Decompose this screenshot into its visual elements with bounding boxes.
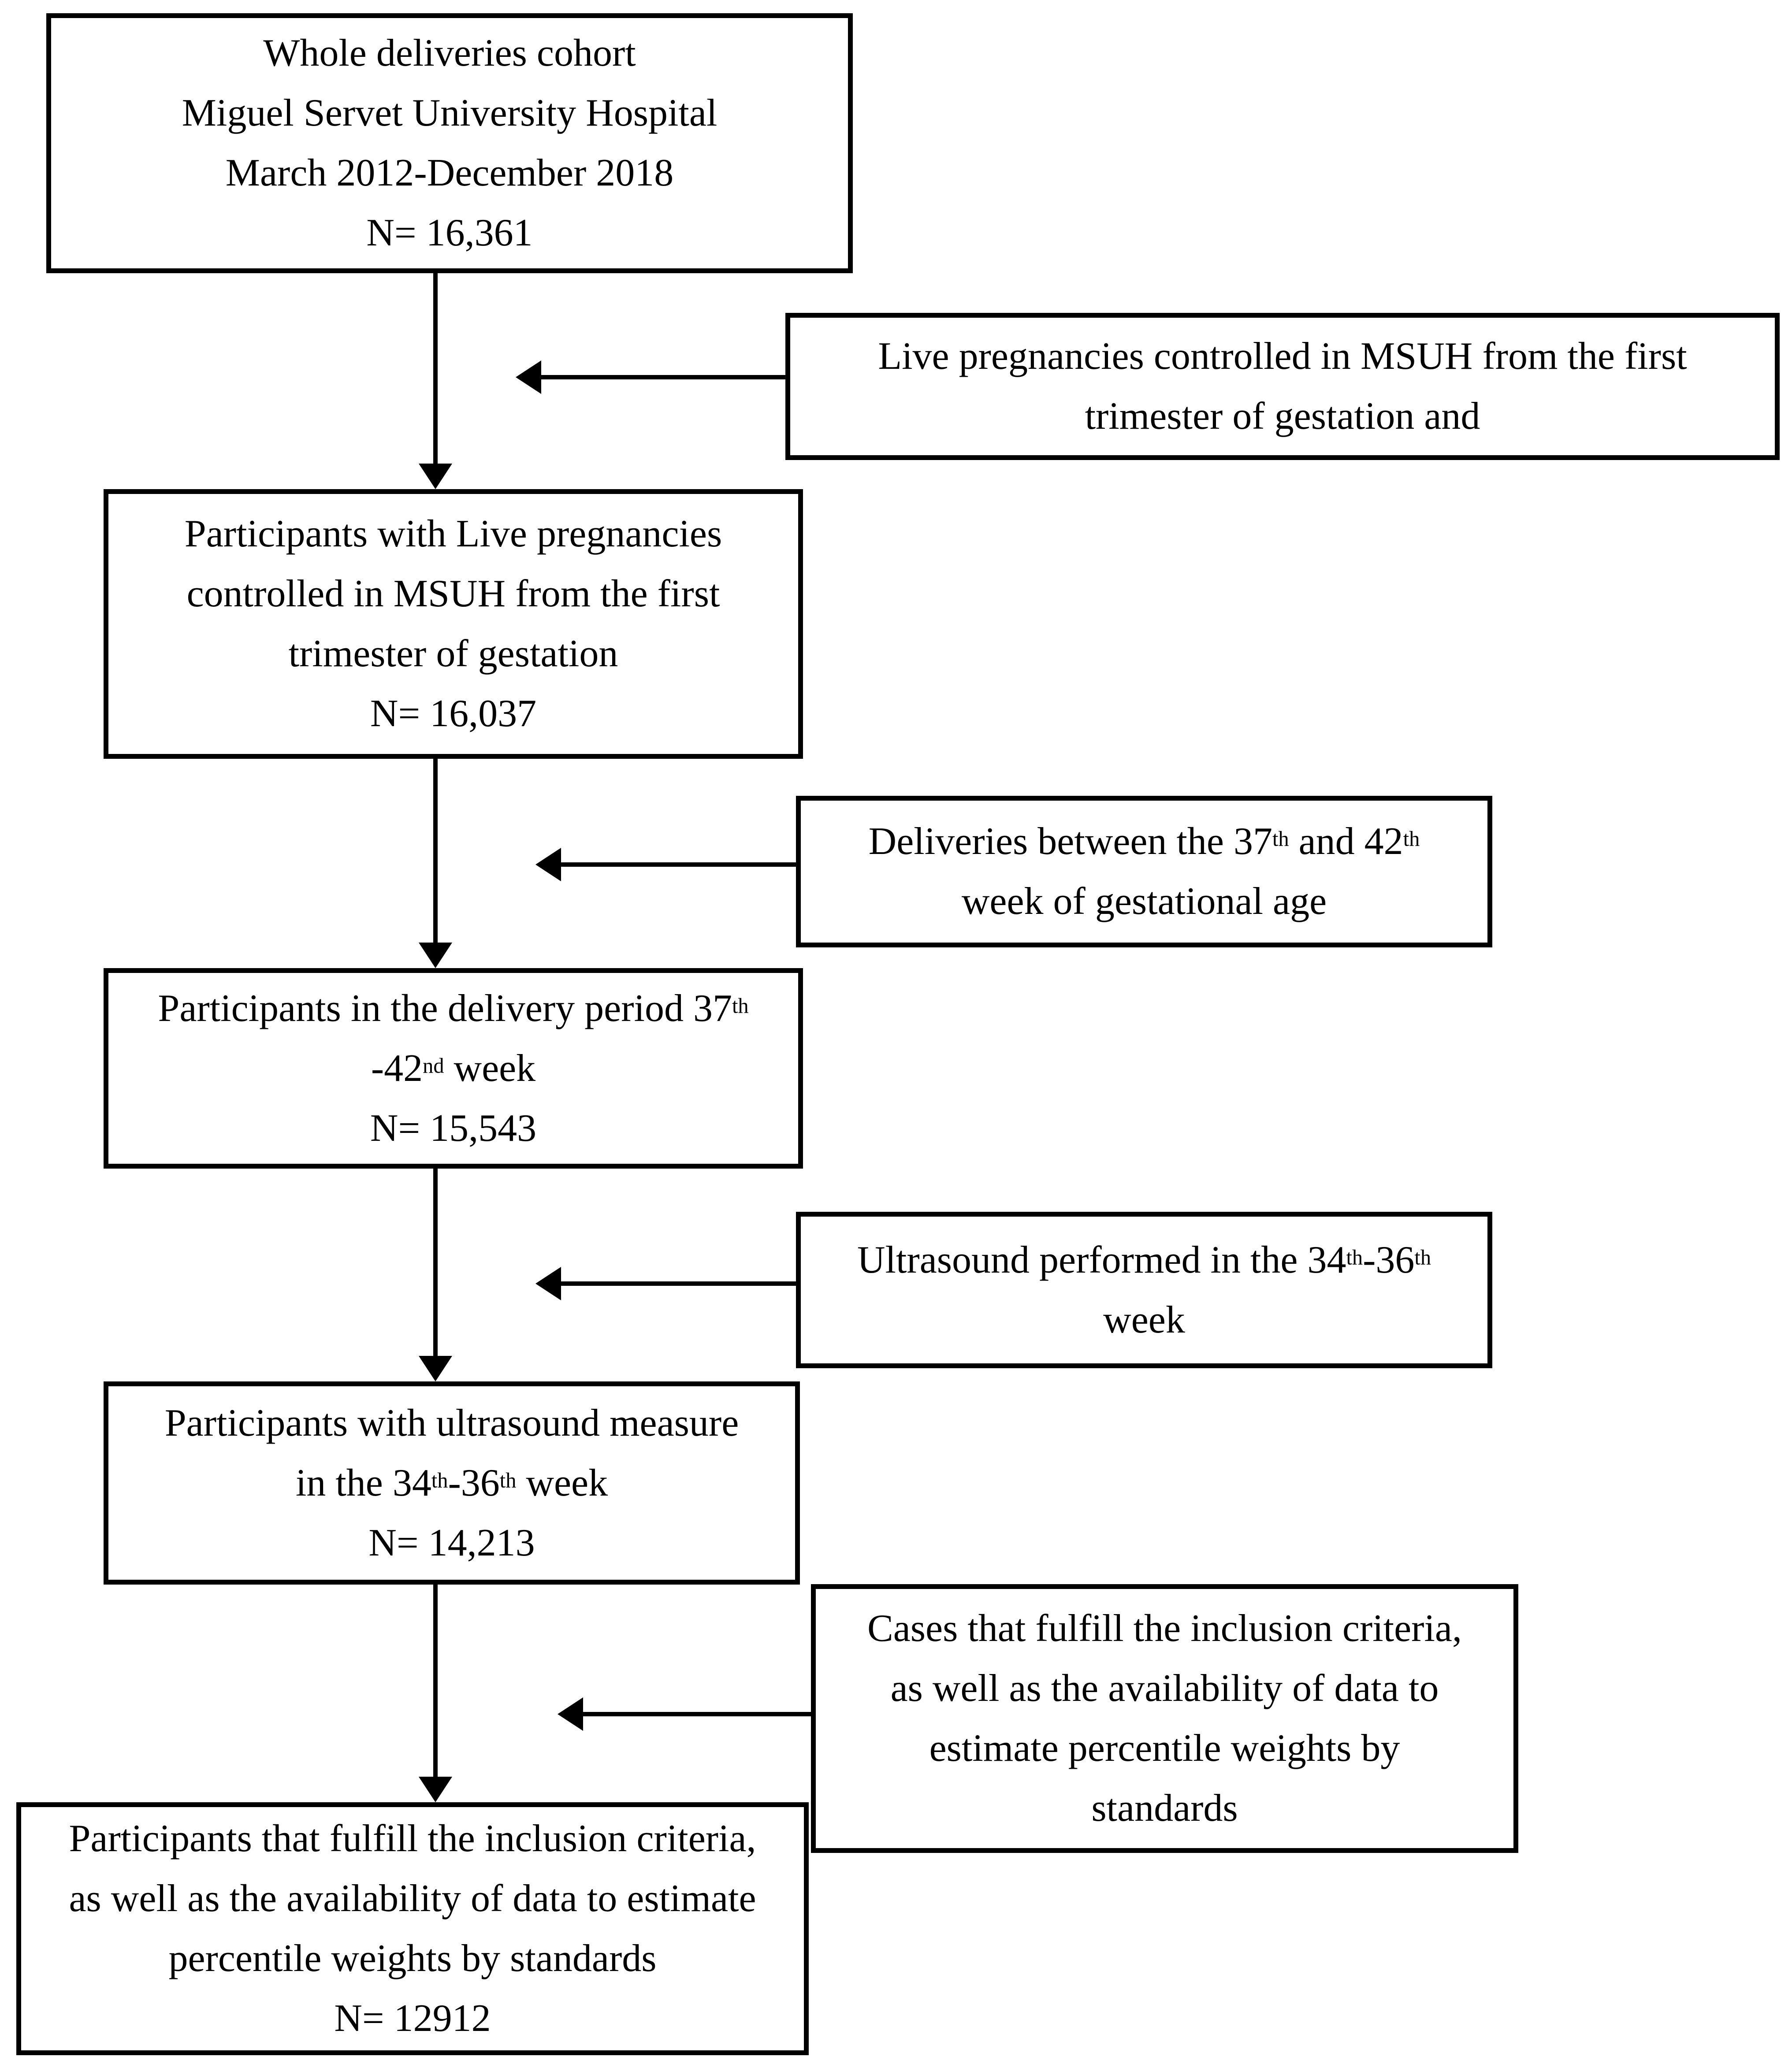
- down-arrow-line-3: [433, 1169, 438, 1357]
- text-line: standards: [1091, 1778, 1238, 1838]
- superscript-text: th: [1272, 827, 1289, 851]
- text-segment: Participants in the delivery period 37: [158, 987, 732, 1030]
- text-segment: Participants with ultrasound measure: [164, 1401, 739, 1444]
- text-segment: March 2012-December 2018: [225, 152, 674, 194]
- flow-box-live-pregnancies: Participants with Live pregnancies contro…: [104, 489, 803, 759]
- text-segment: Ultrasound performed in the 34: [857, 1238, 1346, 1281]
- text-line: trimester of gestation: [289, 624, 618, 684]
- flow-box-ultrasound-measure: Participants with ultrasound measure in t…: [104, 1381, 800, 1585]
- text-segment: -36: [448, 1461, 500, 1504]
- text-line: Whole deliveries cohort: [263, 23, 636, 83]
- flow-box-inclusion-criteria: Participants that fulfill the inclusion …: [16, 1802, 809, 2055]
- text-segment: Cases that fulfill the inclusion criteri…: [867, 1607, 1462, 1650]
- text-segment: N= 16,037: [370, 692, 537, 735]
- text-segment: Whole deliveries cohort: [263, 32, 636, 74]
- text-segment: N= 14,213: [368, 1521, 535, 1564]
- left-arrowhead-icon-3: [535, 1267, 561, 1300]
- superscript-text: th: [1414, 1246, 1431, 1270]
- text-line: March 2012-December 2018: [226, 143, 674, 203]
- text-line: N= 12912: [334, 1989, 491, 2049]
- text-line: Live pregnancies controlled in MSUH from…: [878, 327, 1687, 386]
- text-segment: Participants that fulfill the inclusion …: [69, 1817, 756, 1860]
- down-arrowhead-icon-2: [419, 943, 452, 968]
- text-segment: -42: [371, 1047, 423, 1090]
- text-segment: week of gestational age: [961, 880, 1327, 923]
- text-segment: as well as the availability of data to e…: [69, 1877, 756, 1920]
- text-line: N= 14,213: [368, 1513, 535, 1573]
- criteria-box-live-pregnancies: Live pregnancies controlled in MSUH from…: [785, 313, 1780, 460]
- text-line: percentile weights by standards: [168, 1929, 656, 1989]
- text-line: Miguel Servet University Hospital: [182, 83, 718, 143]
- left-arrowhead-icon-2: [535, 848, 561, 881]
- text-line: week of gestational age: [962, 872, 1327, 932]
- superscript-text: th: [499, 1469, 517, 1492]
- text-line: in the 34th-36th week: [296, 1453, 608, 1513]
- text-segment: N= 12912: [334, 1997, 491, 2040]
- text-line: Participants that fulfill the inclusion …: [69, 1809, 756, 1869]
- text-segment: Deliveries between the 37: [868, 820, 1272, 863]
- down-arrowhead-icon-4: [419, 1777, 452, 1802]
- text-segment: week: [444, 1047, 536, 1090]
- text-line: estimate percentile weights by: [929, 1719, 1400, 1778]
- text-segment: percentile weights by standards: [168, 1937, 657, 1980]
- text-segment: in the 34: [295, 1461, 431, 1504]
- superscript-text: th: [1346, 1246, 1363, 1270]
- down-arrow-line-1: [433, 273, 438, 464]
- text-line: controlled in MSUH from the first: [187, 564, 720, 624]
- text-line: Participants with Live pregnancies: [185, 504, 722, 564]
- text-segment: trimester of gestation and: [1085, 395, 1480, 438]
- down-arrowhead-icon-1: [419, 464, 452, 489]
- left-arrowhead-icon-4: [558, 1697, 583, 1731]
- superscript-text: nd: [423, 1054, 444, 1078]
- text-line: N= 15,543: [370, 1099, 536, 1158]
- superscript-text: th: [1403, 827, 1420, 851]
- text-segment: estimate percentile weights by: [929, 1727, 1400, 1770]
- text-segment: N= 15,543: [370, 1106, 537, 1150]
- text-line: Cases that fulfill the inclusion criteri…: [867, 1599, 1462, 1659]
- criteria-box-inclusion-standards: Cases that fulfill the inclusion criteri…: [811, 1584, 1518, 1853]
- text-segment: controlled in MSUH from the first: [186, 572, 720, 615]
- text-segment: Miguel Servet University Hospital: [182, 92, 718, 134]
- superscript-text: th: [732, 994, 749, 1018]
- text-line: N= 16,037: [370, 684, 536, 744]
- down-arrow-line-2: [433, 759, 438, 943]
- text-line: Deliveries between the 37th and 42th: [869, 812, 1420, 872]
- flow-box-delivery-period: Participants in the delivery period 37th…: [104, 968, 803, 1169]
- text-segment: as well as the availability of data to: [890, 1667, 1439, 1710]
- down-arrowhead-icon-3: [419, 1356, 452, 1381]
- text-line: as well as the availability of data to: [891, 1659, 1439, 1719]
- left-arrowhead-icon-1: [516, 360, 541, 394]
- left-arrow-line-1: [540, 375, 785, 379]
- text-segment: week: [1103, 1298, 1185, 1341]
- superscript-text: th: [431, 1469, 448, 1492]
- text-segment: N= 16,361: [366, 212, 533, 254]
- text-line: N= 16,361: [366, 203, 532, 263]
- text-segment: Participants with Live pregnancies: [184, 512, 722, 555]
- text-line: trimester of gestation and: [1085, 386, 1480, 446]
- text-segment: Live pregnancies controlled in MSUH from…: [878, 335, 1687, 378]
- text-line: week: [1103, 1290, 1185, 1350]
- down-arrow-line-4: [433, 1585, 438, 1778]
- text-segment: standards: [1091, 1787, 1238, 1830]
- text-line: Ultrasound performed in the 34th-36th: [857, 1230, 1431, 1290]
- text-segment: and 42: [1289, 820, 1403, 863]
- text-line: Participants in the delivery period 37th: [158, 979, 748, 1039]
- left-arrow-line-2: [560, 862, 796, 867]
- text-segment: week: [516, 1461, 608, 1504]
- left-arrow-line-4: [582, 1712, 811, 1716]
- left-arrow-line-3: [560, 1281, 796, 1286]
- text-segment: -36: [1363, 1238, 1415, 1281]
- text-line: -42nd week: [371, 1039, 535, 1099]
- text-segment: trimester of gestation: [288, 632, 618, 675]
- text-line: Participants with ultrasound measure: [165, 1393, 739, 1453]
- text-line: as well as the availability of data to e…: [69, 1869, 756, 1929]
